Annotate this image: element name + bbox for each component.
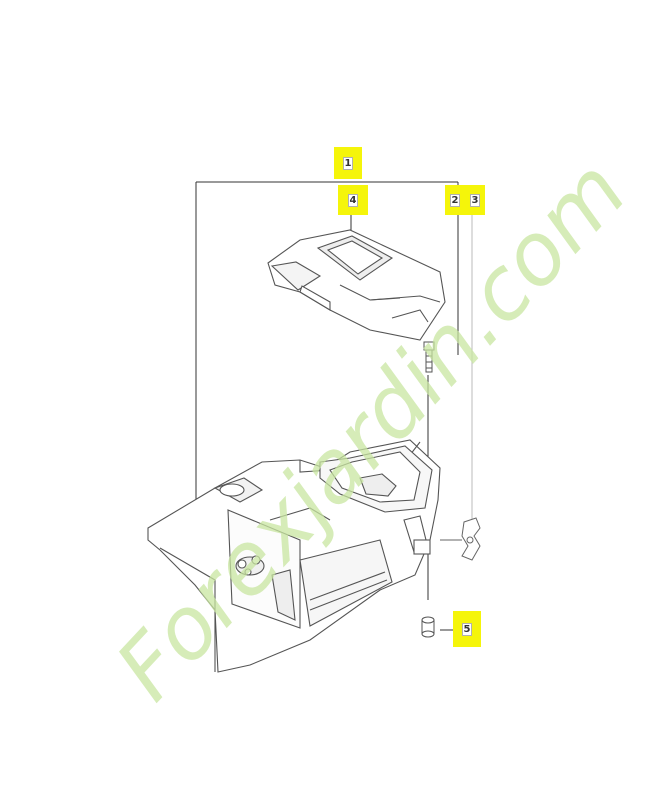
top-cover-part (267, 229, 446, 341)
bolt-part (423, 341, 435, 373)
nut-part (421, 616, 435, 638)
callout-5-label: 5 (461, 622, 473, 636)
callout-1-label: 1 (342, 156, 354, 170)
callout-1[interactable]: 1 (334, 147, 362, 179)
callout-4-label: 4 (347, 193, 359, 207)
callout-2[interactable]: 2 (445, 185, 465, 215)
callout-3-label: 3 (469, 193, 481, 207)
callout-4[interactable]: 4 (338, 185, 368, 215)
main-housing-part (147, 439, 441, 673)
callout-3[interactable]: 3 (465, 185, 485, 215)
latch-clip-part (440, 517, 481, 561)
callout-5[interactable]: 5 (453, 611, 481, 647)
callout-2-label: 2 (449, 193, 461, 207)
